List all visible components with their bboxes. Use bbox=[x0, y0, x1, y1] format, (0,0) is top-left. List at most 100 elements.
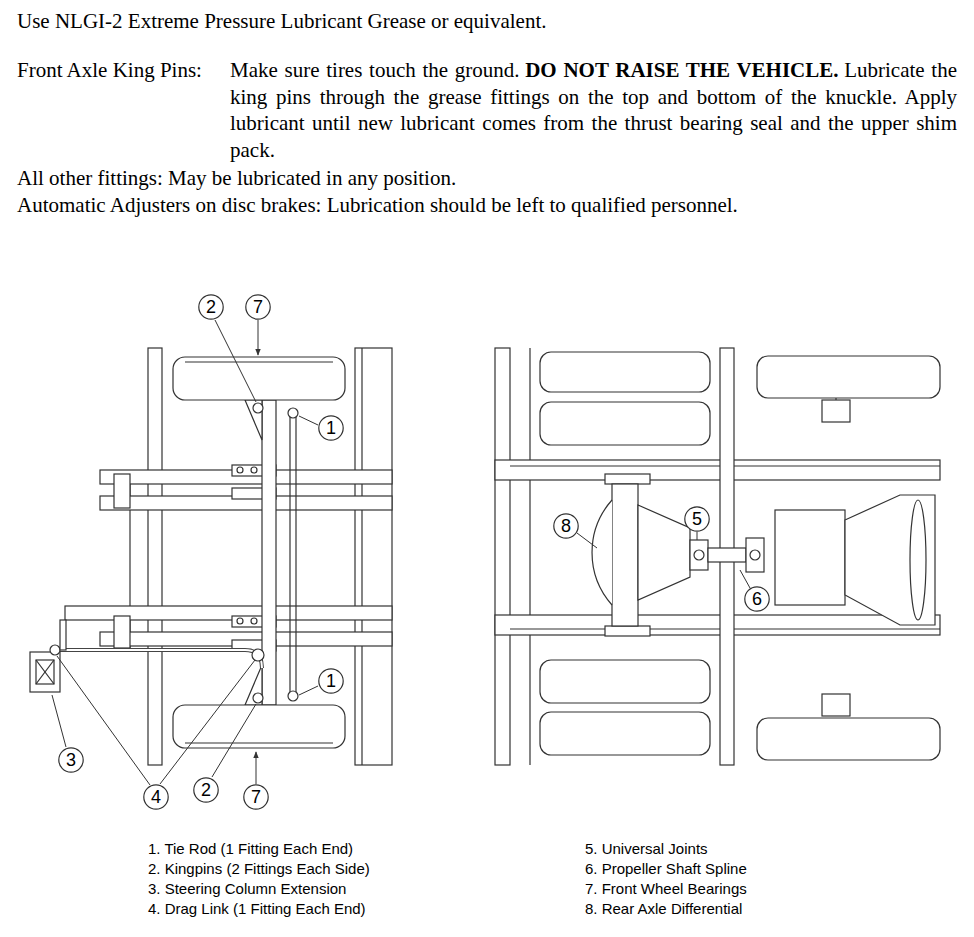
drawing-part bbox=[30, 320, 940, 785]
spring-hanger bbox=[251, 618, 257, 624]
crossmember bbox=[114, 616, 130, 648]
callout-number: 1 bbox=[326, 671, 336, 691]
transmission bbox=[845, 495, 935, 625]
rear-tire bbox=[540, 352, 710, 392]
drive-shaft bbox=[690, 538, 764, 572]
key-item: 3. Steering Column Extension bbox=[148, 880, 346, 898]
frame-rail bbox=[148, 348, 162, 765]
leader-line bbox=[697, 532, 698, 540]
leader-line bbox=[52, 695, 66, 747]
leader-line bbox=[212, 704, 256, 777]
front-tire bbox=[173, 357, 345, 748]
front-tire bbox=[173, 357, 345, 400]
spring-hanger bbox=[251, 467, 257, 473]
spring-hanger bbox=[605, 474, 650, 484]
leader-line bbox=[299, 416, 318, 425]
leader-line bbox=[160, 660, 255, 784]
frame-rail bbox=[495, 348, 940, 765]
rear-tire bbox=[540, 352, 940, 760]
front-tire bbox=[173, 705, 345, 748]
callout-circle: 1 bbox=[318, 415, 344, 441]
spring-hanger bbox=[605, 626, 650, 636]
callout-circle: 5 bbox=[684, 506, 710, 532]
brake-chamber bbox=[822, 400, 850, 422]
callout-number: 1 bbox=[326, 418, 336, 438]
rear-tire bbox=[757, 718, 940, 760]
callout-circle: 4 bbox=[143, 784, 169, 810]
key-item: 5. Universal Joints bbox=[585, 840, 708, 858]
callout-number: 2 bbox=[206, 297, 216, 317]
leader-line bbox=[57, 656, 150, 785]
rear-tire bbox=[540, 660, 710, 703]
front-axle bbox=[288, 691, 298, 701]
steering-gear bbox=[36, 660, 54, 684]
drag-link bbox=[252, 649, 264, 661]
callout-number: 7 bbox=[253, 297, 263, 317]
frame-rail bbox=[495, 348, 510, 765]
callout-outline bbox=[194, 778, 218, 802]
rear-axle bbox=[638, 505, 690, 600]
leader-line bbox=[740, 570, 750, 588]
key-item: 4. Drag Link (1 Fitting Each End) bbox=[148, 900, 366, 918]
callout-outline bbox=[144, 785, 168, 809]
rear-tire bbox=[540, 712, 710, 755]
frame-rail bbox=[495, 615, 940, 635]
callout-number: 2 bbox=[201, 780, 211, 800]
drive-shaft bbox=[746, 538, 764, 572]
callout-circle: 8 bbox=[553, 513, 579, 539]
callout-outline bbox=[244, 785, 268, 809]
callout-number: 6 bbox=[752, 589, 762, 609]
steering-gear bbox=[50, 645, 60, 655]
callout-circle: 6 bbox=[744, 586, 770, 612]
front-tire bbox=[185, 742, 333, 743]
steering-gear bbox=[30, 620, 66, 692]
key-item: 6. Propeller Shaft Spline bbox=[585, 860, 747, 878]
frame-rail bbox=[130, 348, 392, 765]
key-item: 8. Rear Axle Differential bbox=[585, 900, 742, 918]
callout-outline bbox=[685, 507, 709, 531]
note-text: DO NOT RAISE THE VEHICLE. bbox=[525, 58, 838, 82]
spring-hanger bbox=[237, 618, 243, 624]
callout-outline bbox=[59, 748, 83, 772]
drag-link bbox=[58, 650, 262, 668]
rear-tire bbox=[540, 402, 710, 445]
steering-gear bbox=[60, 620, 66, 650]
crossmember bbox=[65, 470, 392, 648]
transmission bbox=[910, 500, 926, 620]
leader-line bbox=[258, 320, 259, 355]
front-tire bbox=[185, 361, 333, 362]
frame-rail bbox=[495, 460, 940, 480]
callout-circle: 7 bbox=[245, 294, 271, 320]
callout-number: 8 bbox=[561, 516, 571, 536]
note-text: Automatic Adjusters on disc brakes: Lubr… bbox=[17, 192, 738, 219]
callout-outline bbox=[246, 295, 270, 319]
note-text: All other fittings: May be lubricated in… bbox=[17, 165, 456, 192]
rear-axle bbox=[612, 484, 638, 626]
note-text: Use NLGI-2 Extreme Pressure Lubricant Gr… bbox=[17, 8, 546, 35]
steering-gear bbox=[36, 660, 54, 684]
callout-outline bbox=[319, 669, 343, 693]
drag-link bbox=[58, 649, 264, 668]
callout-outline bbox=[319, 416, 343, 440]
rear-axle bbox=[592, 484, 690, 626]
brake-chamber bbox=[835, 398, 836, 400]
drive-shaft bbox=[694, 550, 704, 560]
front-axle bbox=[295, 413, 296, 696]
front-axle bbox=[262, 400, 276, 705]
drive-shaft bbox=[750, 550, 760, 560]
drive-shaft bbox=[708, 548, 746, 562]
callout-number: 4 bbox=[151, 787, 161, 807]
note-text: Front Axle King Pins: bbox=[17, 57, 202, 84]
key-item: 7. Front Wheel Bearings bbox=[585, 880, 747, 898]
callout-number: 3 bbox=[66, 750, 76, 770]
brake-chamber bbox=[822, 694, 850, 716]
drag-link bbox=[58, 650, 262, 668]
spring-hanger bbox=[237, 467, 243, 473]
callout-number: 7 bbox=[251, 787, 261, 807]
front-axle bbox=[253, 693, 263, 703]
front-axle bbox=[245, 400, 262, 440]
rear-tire bbox=[757, 356, 940, 398]
leader-line bbox=[577, 533, 597, 548]
frame-rail bbox=[361, 348, 362, 765]
